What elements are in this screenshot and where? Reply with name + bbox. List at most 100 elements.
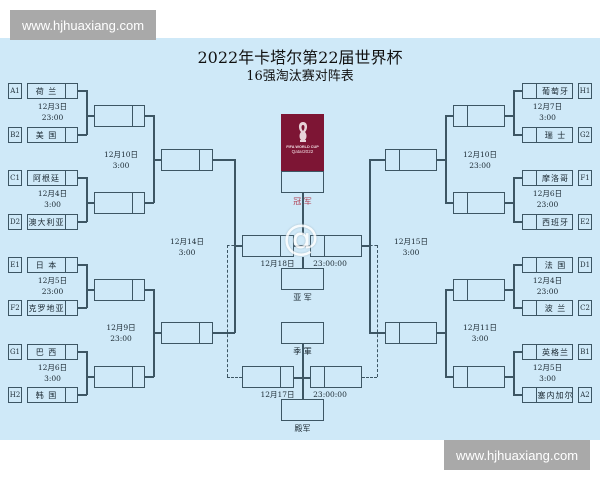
match-date: 12月10日 (103, 150, 139, 159)
seed-badge: C1 (8, 170, 22, 186)
page-subtitle: 16强淘汰赛对阵表 (246, 69, 354, 84)
final-time: 23:00:00 (313, 259, 347, 268)
match-date: 12月6日 (532, 189, 563, 198)
match-date: 12月9日 (106, 323, 136, 332)
sf-slot[interactable] (385, 149, 437, 171)
trophy-icon (298, 122, 307, 142)
team-slot[interactable]: 阿根廷 (27, 170, 78, 186)
score-cell (65, 345, 66, 359)
qf-slot[interactable] (453, 279, 505, 301)
fourth-place-label: 殿军 (294, 424, 311, 433)
final-date: 12月18日 (260, 259, 295, 268)
fourth-place-slot[interactable] (281, 399, 324, 421)
team-slot[interactable]: 澳大利亚 (27, 214, 78, 230)
match-time: 23:00 (41, 113, 64, 122)
third-match-slot-left[interactable] (242, 366, 294, 388)
seed-badge: B2 (8, 127, 22, 143)
match-time: 3:00 (539, 374, 556, 383)
seed-badge: A1 (8, 83, 22, 99)
champion-slot[interactable] (281, 171, 324, 193)
match-time: 3:00 (539, 113, 556, 122)
match-time: 23:00 (536, 287, 559, 296)
team-slot[interactable]: 瑞 士 (522, 127, 573, 143)
third-place-slot[interactable] (281, 322, 324, 344)
logo-line2: Qatar2022 (291, 149, 314, 154)
team-name: 瑞 士 (544, 130, 567, 140)
score-cell (65, 301, 66, 315)
team-slot[interactable]: 韩 国 (27, 387, 78, 403)
team-name: 荷 兰 (35, 86, 58, 96)
team-name: 葡萄牙 (542, 86, 569, 96)
qf-slot[interactable] (453, 192, 505, 214)
team-slot[interactable]: 波 兰 (522, 300, 573, 316)
seed-badge: G1 (8, 344, 22, 360)
team-slot[interactable]: 美 国 (27, 127, 78, 143)
score-cell (65, 128, 66, 142)
world-cup-logo: FIFA WORLD CUP Qatar2022 (281, 114, 324, 172)
score-cell (536, 84, 537, 98)
team-slot[interactable]: 葡萄牙 (522, 83, 573, 99)
seed-badge: H2 (8, 387, 22, 403)
score-cell (65, 171, 66, 185)
team-name: 阿根廷 (33, 173, 60, 183)
match-date: 12月14日 (169, 237, 205, 246)
qf-slot[interactable] (453, 105, 505, 127)
seed-badge: G2 (578, 127, 592, 143)
page-title: 2022年卡塔尔第22届世界杯 (197, 48, 403, 67)
team-name: 美 国 (35, 130, 58, 140)
seed-badge: E1 (8, 257, 22, 273)
seed-badge: F2 (8, 300, 22, 316)
match-date: 12月5日 (37, 276, 68, 285)
score-cell (65, 258, 66, 272)
seed-badge: C2 (578, 300, 592, 316)
team-slot[interactable]: 克罗地亚 (27, 300, 78, 316)
team-slot[interactable]: 西班牙 (522, 214, 573, 230)
seed-badge: F1 (578, 170, 592, 186)
match-time: 3:00 (471, 334, 489, 343)
match-time: 3:00 (178, 248, 196, 257)
team-name: 英格兰 (542, 347, 569, 357)
score-cell (536, 388, 537, 402)
team-slot[interactable]: 荷 兰 (27, 83, 78, 99)
sf-slot[interactable] (161, 322, 213, 344)
match-time: 23:00 (536, 200, 559, 209)
team-name: 摩洛哥 (542, 173, 569, 183)
match-date: 12月3日 (37, 102, 68, 111)
final-slot-right[interactable] (310, 235, 362, 257)
sf-slot[interactable] (385, 322, 437, 344)
runner-up-slot[interactable] (281, 268, 324, 290)
qf-slot[interactable] (94, 105, 145, 127)
seed-badge: B1 (578, 344, 592, 360)
match-time: 3:00 (44, 200, 61, 209)
score-cell (536, 345, 537, 359)
team-name: 克罗地亚 (28, 303, 65, 313)
team-slot[interactable]: 日 本 (27, 257, 78, 273)
team-name: 波 兰 (544, 303, 567, 313)
score-cell (536, 215, 537, 229)
sf-slot[interactable] (161, 149, 213, 171)
score-cell (65, 215, 66, 229)
team-slot[interactable]: 摩洛哥 (522, 170, 573, 186)
team-name: 法 国 (544, 260, 567, 270)
match-time: 3:00 (402, 248, 420, 257)
match-date: 12月4日 (532, 276, 563, 285)
team-slot[interactable]: 巴 西 (27, 344, 78, 360)
team-slot[interactable]: 英格兰 (522, 344, 573, 360)
watermark-top: www.hjhuaxiang.com (10, 10, 156, 40)
match-date: 12月11日 (462, 323, 498, 332)
third-match-slot-right[interactable] (310, 366, 362, 388)
team-name: 塞内加尔 (537, 390, 574, 400)
team-slot[interactable]: 法 国 (522, 257, 573, 273)
score-cell (536, 171, 537, 185)
third-match-time: 23:00:00 (313, 390, 347, 399)
team-slot[interactable]: 塞内加尔 (522, 387, 573, 403)
qf-slot[interactable] (453, 366, 505, 388)
score-cell (536, 128, 537, 142)
qf-slot[interactable] (94, 279, 145, 301)
match-time: 23:00 (41, 287, 64, 296)
qf-slot[interactable] (94, 366, 145, 388)
watermark-at-icon: @ (283, 217, 319, 259)
final-slot-left[interactable] (242, 235, 294, 257)
qf-slot[interactable] (94, 192, 145, 214)
team-name: 日 本 (35, 260, 58, 270)
